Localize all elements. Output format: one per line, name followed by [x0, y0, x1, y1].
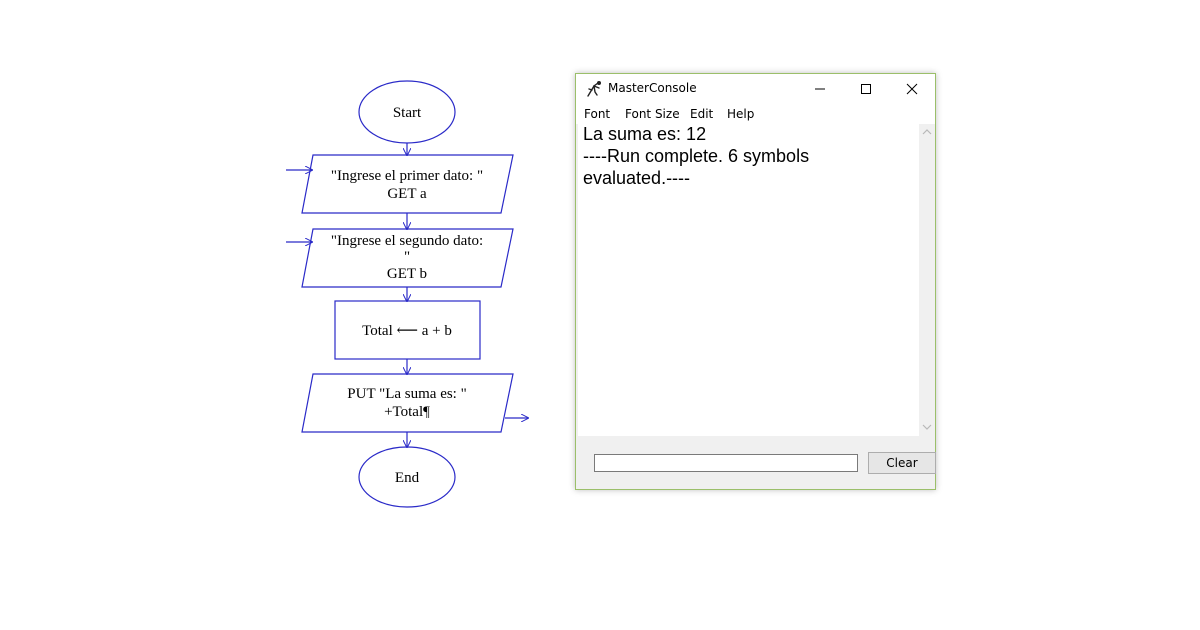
scroll-up-icon[interactable]: [922, 127, 932, 137]
minimize-button[interactable]: [797, 74, 843, 104]
window-title: MasterConsole: [608, 81, 697, 95]
output-line: evaluated.----: [583, 168, 691, 188]
maximize-button[interactable]: [843, 74, 889, 104]
maximize-icon: [861, 84, 871, 94]
close-icon: [906, 83, 918, 95]
output-scrollbar[interactable]: [919, 124, 935, 436]
input1-prompt-text: "Ingrese el primer dato: ": [331, 168, 483, 184]
menu-edit[interactable]: Edit: [690, 107, 714, 121]
output-parallelogram: [301, 373, 514, 433]
output-total-text: +Total¶: [384, 404, 430, 420]
input2-get-text: GET b: [387, 266, 427, 282]
output-put-text: PUT "La suma es: ": [347, 386, 466, 402]
input-parallelogram-1: [301, 154, 514, 214]
menu-bar: Font Font Size Edit Help: [576, 104, 935, 124]
close-button[interactable]: [889, 74, 935, 104]
input2-quote-text: ": [404, 249, 410, 265]
start-label: Start: [393, 105, 422, 121]
menu-font-size[interactable]: Font Size: [625, 107, 680, 121]
menu-help[interactable]: Help: [727, 107, 755, 121]
menu-font[interactable]: Font: [584, 107, 611, 121]
input1-get-text: GET a: [387, 186, 427, 202]
flowchart: Start "Ingrese el primer dato: " GET a "…: [286, 80, 560, 508]
end-terminal: [358, 446, 456, 508]
process-text: Total ⟵ a + b: [362, 323, 452, 339]
console-input[interactable]: [594, 454, 858, 472]
console-output[interactable]: La suma es: 12 ----Run complete. 6 symbo…: [578, 124, 919, 436]
master-console-window: MasterConsole Font Font Size Edit Help L…: [575, 73, 936, 490]
output-line: La suma es: 12: [583, 124, 707, 144]
scroll-down-icon[interactable]: [922, 422, 932, 432]
app-logo-icon: [587, 81, 601, 97]
clear-button[interactable]: Clear: [868, 452, 936, 474]
title-bar[interactable]: MasterConsole: [576, 74, 935, 104]
output-line: ----Run complete. 6 symbols: [583, 146, 810, 166]
end-label: End: [395, 470, 420, 486]
input2-prompt-text: "Ingrese el segundo dato:: [331, 233, 483, 249]
minimize-icon: [815, 88, 825, 90]
input-parallelogram-2: [301, 228, 514, 288]
